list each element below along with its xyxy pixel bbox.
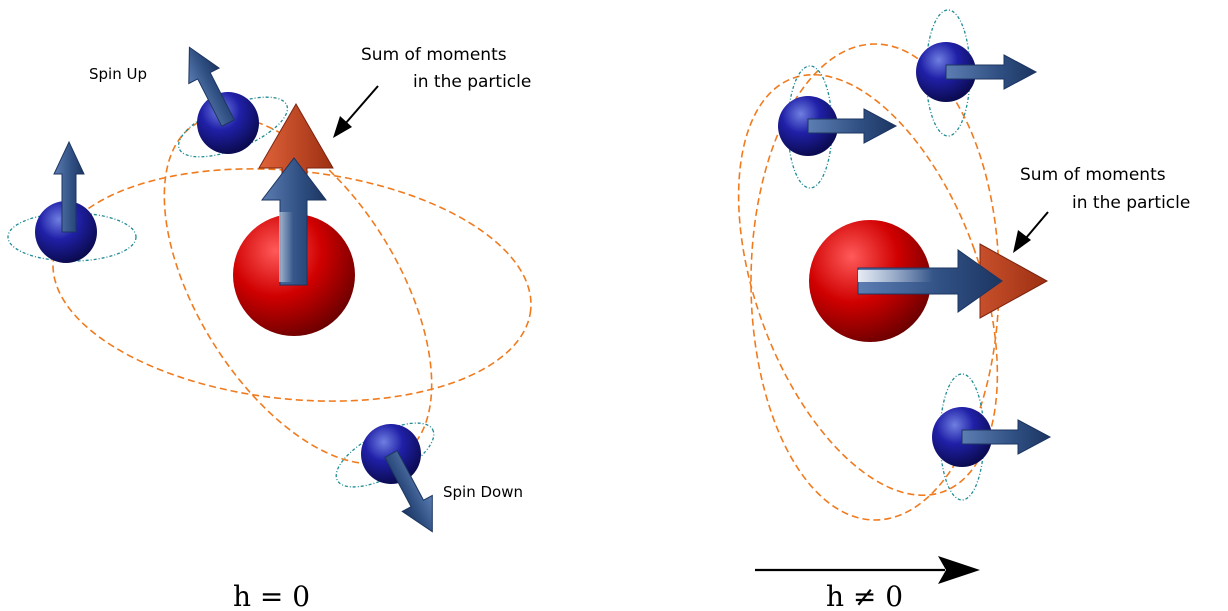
sum-label-line1: Sum of moments — [361, 45, 507, 65]
pointer-arrow-head — [333, 116, 352, 138]
spin-arrow — [807, 108, 898, 144]
sum-label-line2: in the particle — [1072, 193, 1190, 213]
right-panel: Sum of moments in the particle h ≠ 0 — [737, 9, 1190, 611]
field-label-h-nonzero: h ≠ 0 — [826, 580, 903, 611]
spin-arrow — [188, 46, 235, 127]
left-panel: Spin Up Spin Down Sum of moments in the … — [7, 45, 532, 611]
pointer-arrow-line — [344, 85, 379, 125]
spin-arrow — [945, 54, 1038, 90]
field-arrow-head — [938, 556, 980, 584]
nucleus-spin-arrow — [260, 157, 328, 286]
orbit-ellipse — [737, 73, 999, 497]
pointer-arrow-head — [1013, 230, 1031, 253]
spin-up-label: Spin Up — [89, 65, 147, 83]
pointer-arrow-line — [1025, 211, 1049, 239]
spin-arrow — [384, 450, 433, 533]
spin-arrow — [961, 419, 1052, 455]
sum-label-line2: in the particle — [413, 72, 531, 92]
spin-arrow — [53, 140, 85, 233]
sum-label-line1: Sum of moments — [1020, 165, 1166, 185]
field-label-h-zero: h = 0 — [233, 580, 310, 611]
spin-down-label: Spin Down — [443, 483, 523, 501]
